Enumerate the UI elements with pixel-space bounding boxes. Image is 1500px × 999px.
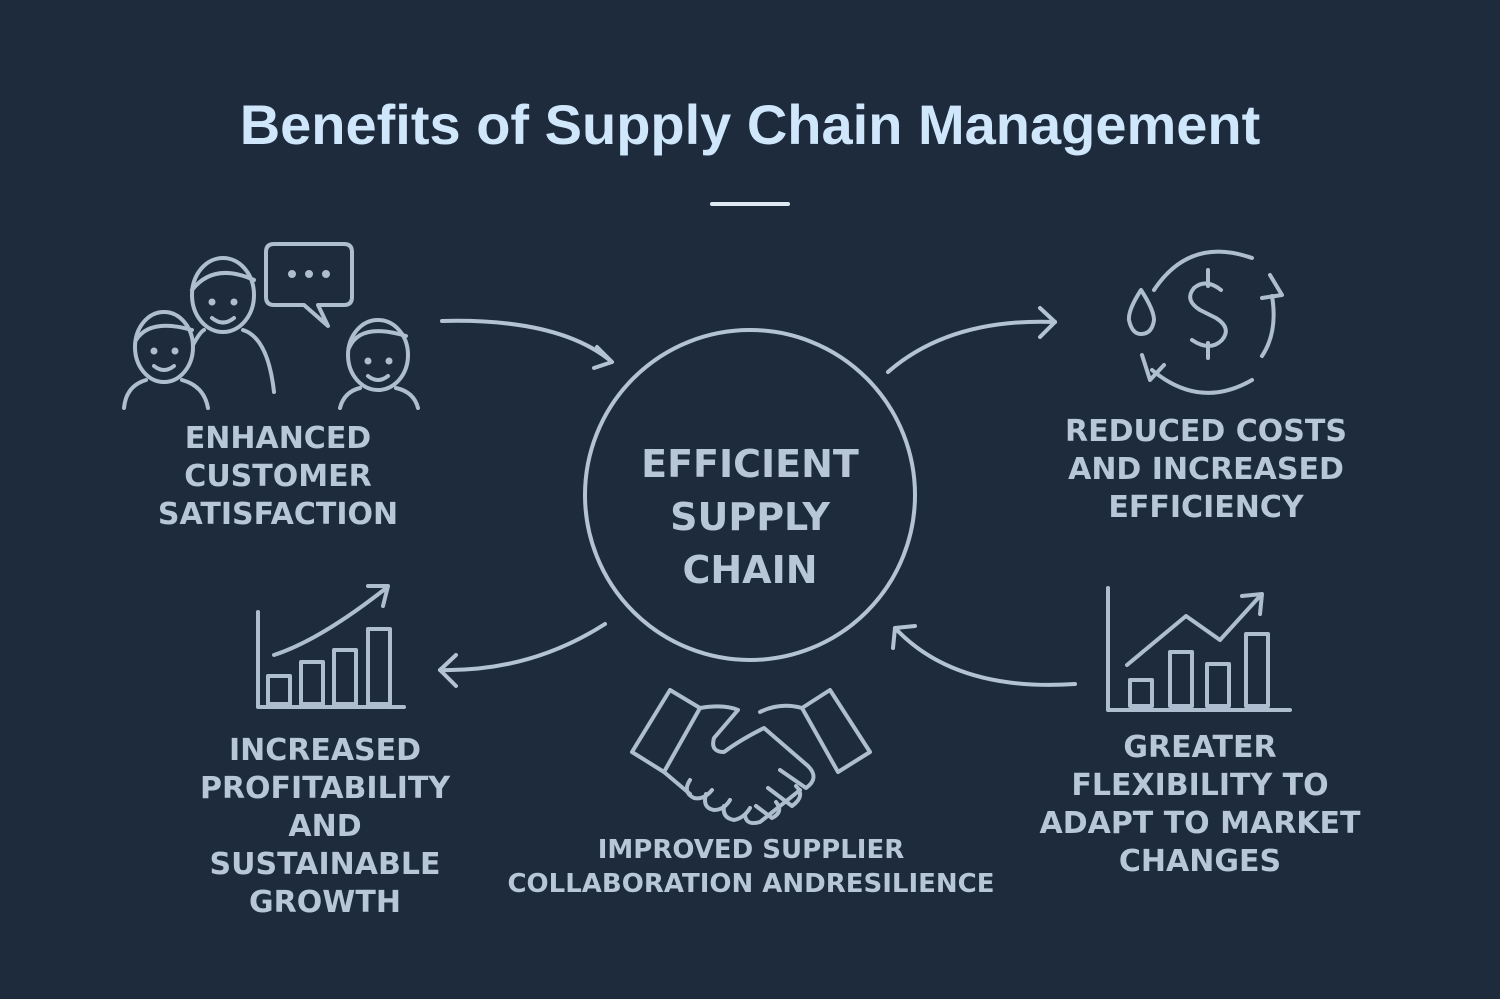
benefit-profit-label: INCREASED PROFITABILITY AND SUSTAINABLE … [199, 733, 451, 920]
title-divider [710, 202, 790, 206]
arrow-customer-to-center [440, 318, 614, 370]
people-chat-icon [122, 242, 420, 410]
handshake-icon [630, 688, 872, 826]
benefit-costs-label: REDUCED COSTS AND INCREASED EFFICIENCY [1065, 414, 1347, 525]
page-title: Benefits of Supply Chain Management [239, 93, 1261, 156]
dollar-cycle-icon [1126, 249, 1284, 395]
growth-chart-icon [256, 584, 406, 709]
arrow-flexibility-to-center [891, 624, 1077, 687]
center-circle [583, 328, 917, 662]
benefit-flexibility-label: GREATER FLEXIBILITY TO ADAPT TO MARKET C… [1039, 730, 1361, 879]
center-label: EFFICIENT SUPPLY CHAIN [641, 442, 859, 592]
arrow-center-to-profit [438, 622, 607, 688]
arrow-center-to-costs [886, 306, 1057, 374]
benefit-supplier-label: IMPROVED SUPPLIER COLLABORATION ANDRESIL… [507, 835, 995, 899]
market-chart-icon [1106, 586, 1292, 712]
benefit-customer-label: ENHANCED CUSTOMER SATISFACTION [157, 421, 399, 532]
